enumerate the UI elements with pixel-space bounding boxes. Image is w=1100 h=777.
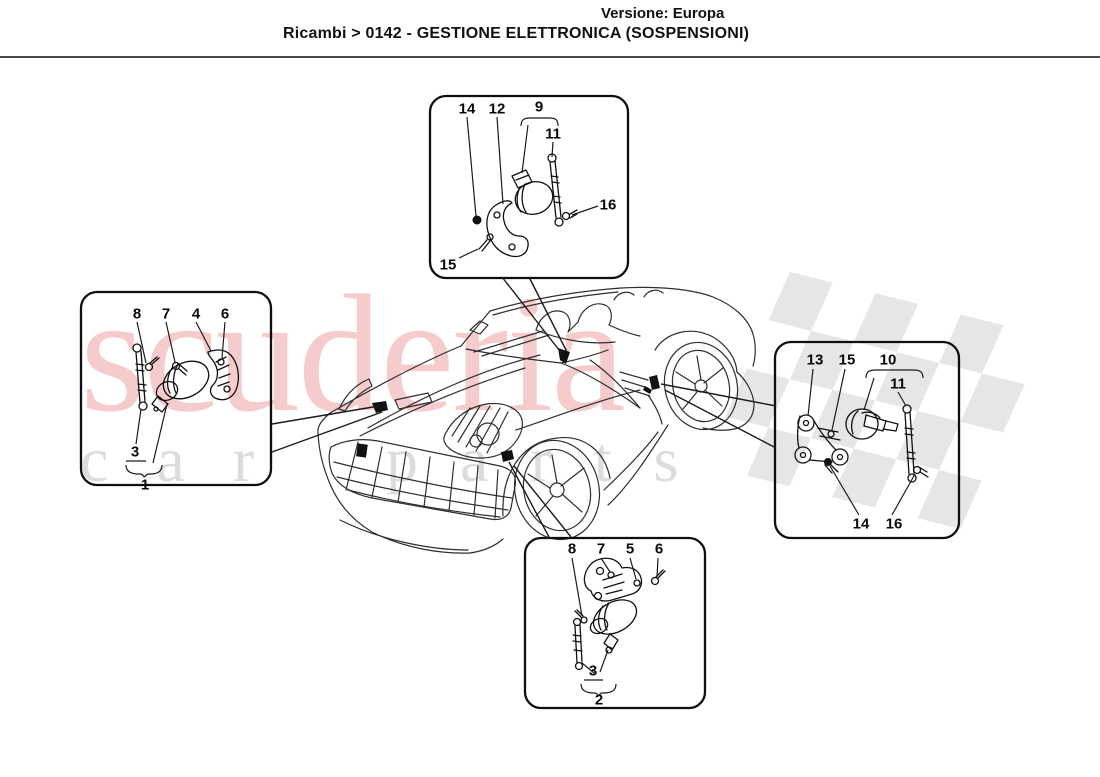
callout-pointer-lines	[271, 276, 777, 538]
part-label-16: 16	[599, 196, 617, 214]
part-label-7b: 7	[596, 540, 606, 558]
part-label-12: 12	[488, 100, 506, 118]
part-label-1: 1	[140, 476, 150, 494]
part-label-3: 3	[130, 443, 140, 461]
part-label-6: 6	[220, 305, 230, 323]
callout-box-rear-right	[773, 340, 961, 540]
part-label-14: 14	[458, 100, 476, 118]
callout-box-front-right	[428, 94, 630, 280]
sensor-assembly-sketch-bottom	[572, 557, 666, 671]
callout-box-front-left	[79, 290, 273, 487]
header-divider	[0, 56, 1100, 58]
part-label-16b: 16	[885, 515, 903, 533]
sensor-assembly-sketch-top	[472, 153, 578, 258]
sensor-assembly-sketch-right	[794, 404, 929, 483]
part-label-15b: 15	[838, 351, 856, 369]
label-leader-lines	[125, 116, 924, 697]
part-label-14b: 14	[852, 515, 870, 533]
part-label-8: 8	[132, 305, 142, 323]
part-label-11b: 11	[890, 375, 906, 393]
part-label-11: 11	[545, 125, 561, 143]
version-label: Versione: Europa	[601, 5, 725, 22]
breadcrumb: Ricambi > 0142 - GESTIONE ELETTRONICA (S…	[283, 25, 750, 42]
sensor-assembly-sketch-left	[132, 343, 240, 413]
part-label-8b: 8	[567, 540, 577, 558]
part-label-3b: 3	[588, 662, 598, 680]
part-label-4: 4	[191, 305, 201, 323]
callout-box-front-lower	[523, 536, 707, 710]
part-label-2: 2	[594, 691, 604, 709]
part-label-5: 5	[625, 540, 635, 558]
part-label-10: 10	[879, 351, 897, 369]
part-label-15: 15	[439, 256, 457, 274]
part-label-9: 9	[534, 98, 544, 116]
part-label-13: 13	[806, 351, 824, 369]
part-label-6b: 6	[654, 540, 664, 558]
part-label-7: 7	[161, 305, 171, 323]
